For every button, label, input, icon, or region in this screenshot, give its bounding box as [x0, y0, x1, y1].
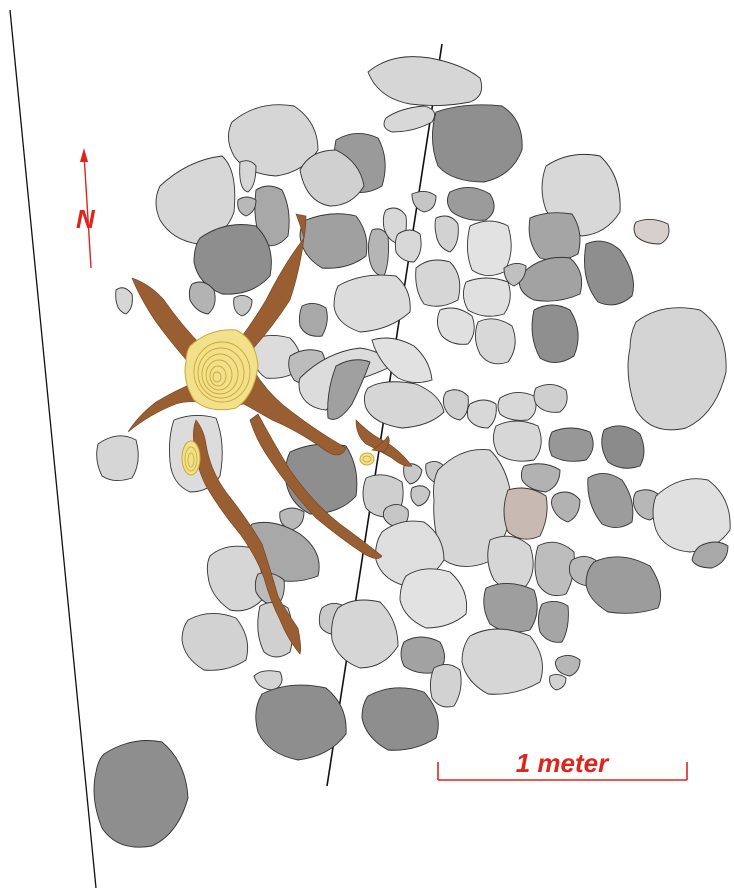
- stone: [627, 307, 727, 431]
- tree-stump-tiny: [359, 452, 375, 466]
- stone: [493, 420, 542, 462]
- tree-ring: [197, 347, 245, 399]
- stone: [533, 384, 568, 413]
- stone: [432, 104, 523, 183]
- stone: [537, 601, 569, 643]
- stone: [528, 212, 581, 261]
- stone: [331, 599, 399, 669]
- stone: [181, 613, 249, 671]
- stone: [549, 673, 567, 691]
- tree-ring: [362, 455, 372, 463]
- stone: [333, 274, 411, 333]
- stone: [466, 399, 497, 429]
- tree-ring: [209, 365, 227, 387]
- stone: [442, 389, 469, 421]
- root-branch: [249, 413, 383, 559]
- stone: [447, 187, 495, 221]
- stone: [601, 425, 645, 469]
- stone: [585, 556, 662, 614]
- stone: [188, 281, 216, 315]
- tree-stump-small: [181, 440, 201, 476]
- stone: [463, 277, 511, 317]
- stone: [206, 545, 264, 612]
- stone: [298, 303, 328, 337]
- root-branch: [193, 419, 301, 655]
- stone: [497, 392, 537, 421]
- stone: [96, 435, 139, 481]
- stone: [551, 491, 581, 523]
- stone: [587, 473, 634, 528]
- stone: [394, 229, 422, 263]
- stone: [383, 105, 436, 133]
- stone: [367, 56, 483, 107]
- stone: [239, 160, 257, 193]
- stone: [531, 304, 579, 363]
- stone: [503, 263, 527, 287]
- tree-stump-main: [184, 329, 259, 411]
- north-arrow-head: [80, 148, 88, 162]
- stone: [299, 213, 368, 269]
- stone: [520, 463, 561, 493]
- stone: [327, 359, 371, 420]
- stone: [554, 655, 581, 677]
- stone: [518, 256, 583, 302]
- tree-ring: [212, 371, 222, 383]
- stone: [233, 295, 253, 317]
- stone: [584, 240, 634, 306]
- tree-ring: [193, 341, 251, 403]
- stone: [534, 541, 575, 597]
- stone: [399, 568, 468, 629]
- tree-stump-rings: [359, 452, 375, 466]
- root-branch: [295, 213, 307, 239]
- stone: [403, 463, 423, 485]
- stone: [93, 740, 189, 848]
- stone: [299, 149, 365, 207]
- stone: [279, 507, 305, 531]
- scale-bar: 1 meter: [437, 748, 688, 781]
- stone: [237, 196, 257, 217]
- stone: [475, 318, 516, 365]
- stone: [361, 687, 439, 751]
- stone: [371, 337, 433, 383]
- stone: [461, 628, 543, 695]
- stone: [487, 535, 534, 590]
- tree-ring: [201, 353, 239, 395]
- stone: [691, 541, 729, 569]
- stone: [548, 427, 594, 462]
- stone: [363, 381, 445, 429]
- north-arrow-shaft: [83, 153, 92, 269]
- stone: [434, 215, 459, 253]
- stone: [652, 478, 731, 553]
- stone: [633, 219, 670, 245]
- tree-ring: [205, 359, 233, 391]
- north-arrow-label: N: [76, 204, 96, 234]
- stone: [503, 487, 548, 540]
- stone: [367, 228, 389, 277]
- root-branch: [371, 435, 390, 453]
- stones: [93, 56, 731, 848]
- stone: [410, 485, 431, 507]
- north-arrow: N: [76, 148, 96, 269]
- stone: [115, 287, 133, 315]
- tree-ring: [187, 452, 195, 468]
- stone: [255, 684, 347, 761]
- stone: [483, 583, 538, 633]
- stone: [429, 664, 462, 708]
- tree-ring: [184, 446, 198, 472]
- stone: [193, 224, 272, 295]
- stone: [253, 670, 283, 691]
- stone: [415, 259, 461, 307]
- left-boundary-line: [9, 9, 97, 889]
- stone: [411, 191, 437, 213]
- scale-bar-label: 1 meter: [516, 748, 610, 778]
- stone: [437, 307, 475, 345]
